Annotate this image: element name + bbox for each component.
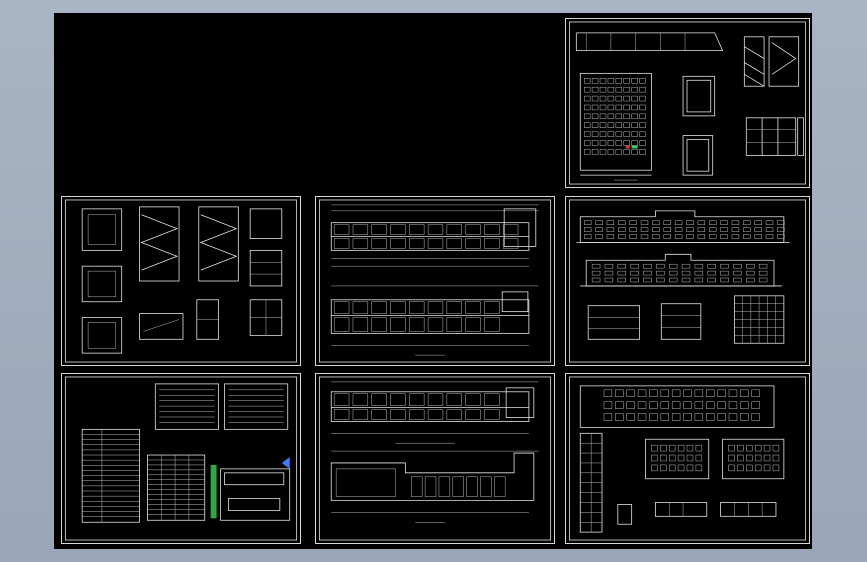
auditorium-drawing [569,21,806,185]
sheet-stair-details[interactable] [61,196,301,366]
elevation-drawing [569,199,806,363]
sheet-elevations[interactable] [565,196,810,366]
green-marker [631,145,638,149]
sheet-notes-and-site[interactable] [61,373,301,544]
classroom-drawing [569,376,806,541]
notes-drawing [64,376,298,541]
floor-plan-drawing-2 [318,376,552,541]
stair-drawing [64,199,298,363]
sheet-classroom-layouts[interactable] [565,373,810,544]
drawing-canvas[interactable] [54,13,812,549]
floor-plan-drawing-1 [318,199,552,363]
sheet-floor-plans-1[interactable] [315,196,555,366]
green-zone [210,464,217,519]
red-marker [625,145,630,149]
sheet-auditorium[interactable] [565,18,810,188]
north-arrow-icon [281,457,290,469]
sheet-floor-plans-2[interactable] [315,373,555,544]
